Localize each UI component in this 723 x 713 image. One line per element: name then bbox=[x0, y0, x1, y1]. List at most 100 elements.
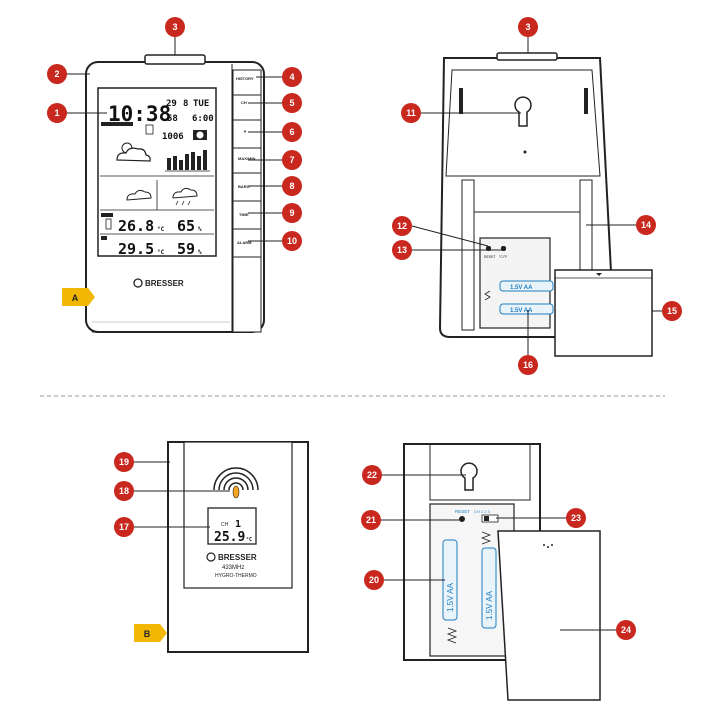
sensor-reset-label: RESET bbox=[455, 509, 470, 514]
rain-forecast-icon bbox=[172, 187, 198, 206]
sun-cloud-icon bbox=[116, 142, 151, 162]
svg-text:4: 4 bbox=[289, 72, 294, 82]
sensor-battery-cover bbox=[497, 530, 601, 701]
svg-text:15: 15 bbox=[667, 306, 677, 316]
lcd-seconds: 58 bbox=[167, 114, 178, 124]
callout-15: 15 bbox=[662, 301, 682, 321]
callout-8: 8 bbox=[282, 176, 302, 196]
sensor-reset-button bbox=[459, 516, 465, 522]
lcd-outdoor-hum-unit: % bbox=[198, 249, 202, 256]
callout-3-back: 3 bbox=[518, 17, 538, 37]
svg-text:23: 23 bbox=[571, 513, 581, 523]
svg-text:9: 9 bbox=[289, 208, 294, 218]
sensor-freq: 433MHz bbox=[222, 565, 244, 571]
callout-21: 21 bbox=[361, 510, 381, 530]
side-button-channel bbox=[232, 94, 262, 121]
base-brand-logo: BRESSER bbox=[133, 278, 184, 288]
side-button-down bbox=[232, 119, 262, 149]
sensor-channel-label: CH bbox=[221, 522, 229, 528]
lcd-pressure: 1006 bbox=[162, 132, 184, 142]
sensor-front: CH 1 25.9 °C BRESSER 433MHz HYGRO-THERMO bbox=[167, 441, 309, 653]
base-lcd: 10:38 58 29 8 TUE 6:00 1006 bbox=[97, 87, 217, 258]
section-tag-b: B bbox=[134, 624, 167, 642]
svg-text:16: 16 bbox=[523, 360, 533, 370]
callout-4: 4 bbox=[282, 67, 302, 87]
callout-22: 22 bbox=[362, 465, 382, 485]
back-reset-label: RESET bbox=[484, 255, 497, 259]
lcd-weekday: TUE bbox=[193, 99, 209, 109]
callout-24: 24 bbox=[616, 620, 636, 640]
sensor-temp: 25.9 bbox=[214, 530, 245, 545]
callout-17: 17 bbox=[114, 517, 134, 537]
base-brand-text: BRESSER bbox=[145, 279, 184, 288]
callout-13: 13 bbox=[392, 240, 412, 260]
svg-text:22: 22 bbox=[367, 470, 377, 480]
battery-label-1: 1.5V AA bbox=[510, 285, 533, 291]
lcd-date-day: 29 bbox=[166, 99, 177, 109]
battery-label-2: 1.5V AA bbox=[510, 308, 533, 314]
sensor-brand: BRESSER bbox=[218, 553, 257, 562]
section-tag-a: A bbox=[62, 288, 95, 306]
base-station-back: RESET °C/°F 1.5V AA 1.5V AA bbox=[438, 52, 653, 357]
callout-16: 16 bbox=[518, 355, 538, 375]
callouts: 1 2 3 4 5 6 7 8 9 10 3 11 12 13 14 15 16… bbox=[47, 17, 682, 640]
battery-2: 1.5V AA bbox=[499, 303, 554, 315]
callout-6: 6 bbox=[282, 122, 302, 142]
leader-lines bbox=[63, 37, 662, 631]
sensor-battery-1: 1.5V AA bbox=[442, 539, 458, 621]
battery-cover bbox=[554, 269, 653, 357]
history-bar-graph bbox=[165, 150, 210, 172]
sensor-channel: 1 bbox=[235, 519, 241, 530]
callout-1: 1 bbox=[47, 103, 67, 123]
callout-2: 2 bbox=[47, 64, 67, 84]
svg-text:17: 17 bbox=[119, 522, 129, 532]
svg-text:14: 14 bbox=[641, 220, 651, 230]
callout-14: 14 bbox=[636, 215, 656, 235]
sensor-lcd: CH 1 25.9 °C bbox=[207, 507, 257, 545]
sensor-battery-2: 1.5V AA bbox=[481, 547, 497, 629]
sensor-battery-label-2: 1.5V AA bbox=[485, 590, 494, 620]
sensor-keyhole-icon bbox=[460, 462, 478, 491]
back-unit-label: °C/°F bbox=[499, 255, 507, 259]
lcd-alarm-time: 6:00 bbox=[192, 114, 214, 124]
svg-text:5: 5 bbox=[289, 98, 294, 108]
section-tag-a-label: A bbox=[72, 293, 79, 303]
svg-text:7: 7 bbox=[289, 155, 294, 165]
top-snooze-button bbox=[144, 54, 206, 65]
button-label-time: TIME bbox=[239, 212, 249, 217]
callout-20: 20 bbox=[364, 570, 384, 590]
button-label-history: HISTORY bbox=[236, 76, 254, 81]
callout-7: 7 bbox=[282, 150, 302, 170]
lcd-outdoor-temp-unit: °C bbox=[157, 249, 165, 256]
base-station-front: HISTORY CH ▼ MAX/MIN BARO TIME ALARM 10:… bbox=[85, 54, 265, 333]
battery-1: 1.5V AA bbox=[499, 280, 554, 292]
keyhole-hanger-icon bbox=[514, 96, 532, 127]
callout-3-front: 3 bbox=[165, 17, 185, 37]
svg-text:11: 11 bbox=[406, 108, 416, 118]
lcd-date-month: 8 bbox=[183, 99, 188, 109]
callout-10: 10 bbox=[282, 231, 302, 251]
sensor-back: RESET CH 1 2 3 1.5V AA 1.5V AA bbox=[403, 443, 601, 701]
lcd-indoor-hum-unit: % bbox=[198, 226, 202, 233]
callout-11: 11 bbox=[401, 103, 421, 123]
svg-text:8: 8 bbox=[289, 181, 294, 191]
svg-text:21: 21 bbox=[366, 515, 376, 525]
svg-text:18: 18 bbox=[119, 486, 129, 496]
svg-text:1: 1 bbox=[54, 108, 59, 118]
svg-text:3: 3 bbox=[172, 22, 177, 32]
section-tag-b-label: B bbox=[144, 629, 151, 639]
callout-9: 9 bbox=[282, 203, 302, 223]
wireless-signal-icon bbox=[213, 467, 259, 499]
unit-button bbox=[501, 246, 506, 251]
sensor-temp-unit: °C bbox=[246, 537, 252, 543]
side-button-alarm bbox=[232, 228, 262, 258]
svg-text:19: 19 bbox=[119, 457, 129, 467]
button-label-down: ▼ bbox=[243, 129, 247, 134]
transmit-led bbox=[232, 485, 240, 499]
sensor-switch-label: CH 1 2 3 bbox=[474, 509, 491, 514]
cloud-forecast-icon bbox=[126, 189, 152, 201]
callout-18: 18 bbox=[114, 481, 134, 501]
sensor-brand-logo: BRESSER bbox=[206, 552, 257, 562]
callout-19: 19 bbox=[114, 452, 134, 472]
callout-5: 5 bbox=[282, 93, 302, 113]
